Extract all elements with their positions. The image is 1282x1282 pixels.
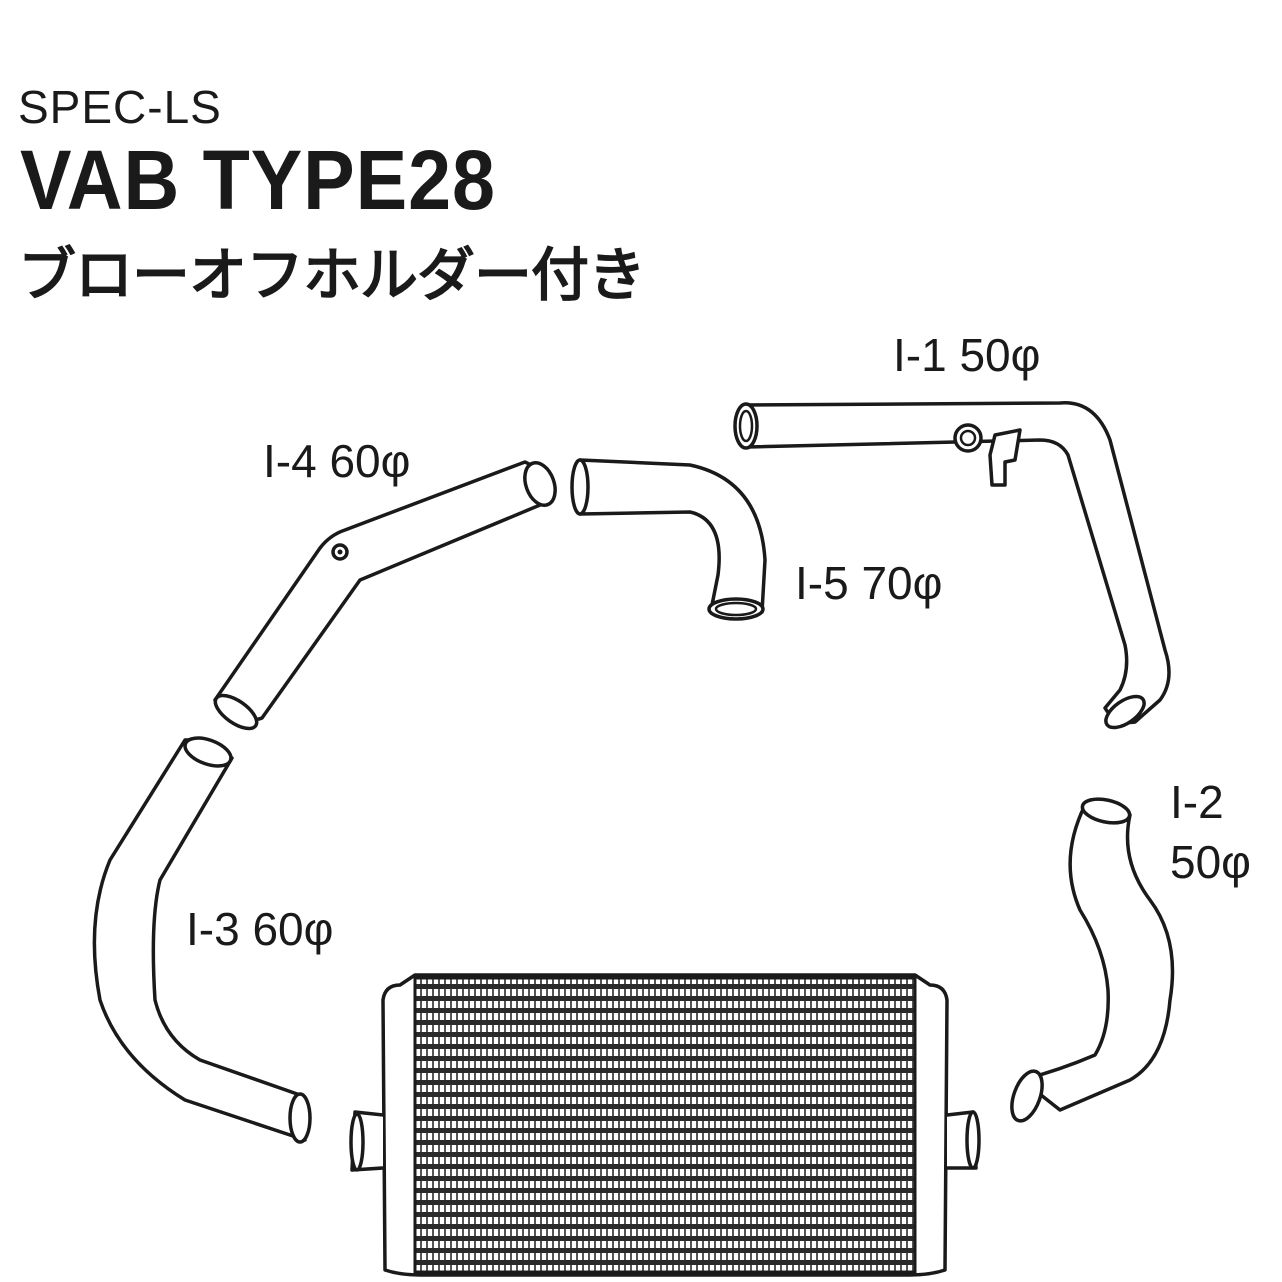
pipe-i2 [1010,797,1175,1123]
label-i2-name: I-2 [1170,776,1224,828]
label-i4: I-4 60φ [263,435,411,487]
pipe-i5 [570,458,767,621]
pipe-i4 [213,460,557,731]
pipe-i1 [733,401,1171,730]
spec-label: SPEC-LS [18,81,222,133]
label-i5: I-5 70φ [795,557,943,609]
subtitle: ブローオフホルダー付き [18,241,646,309]
label-i3: I-3 60φ [186,903,334,955]
pipe-i3 [92,736,312,1144]
model-title: VAB TYPE28 [20,133,496,227]
label-i2-size: 50φ [1170,836,1251,888]
intercooler-core [349,973,981,1277]
label-i1: I-1 50φ [893,329,1041,381]
